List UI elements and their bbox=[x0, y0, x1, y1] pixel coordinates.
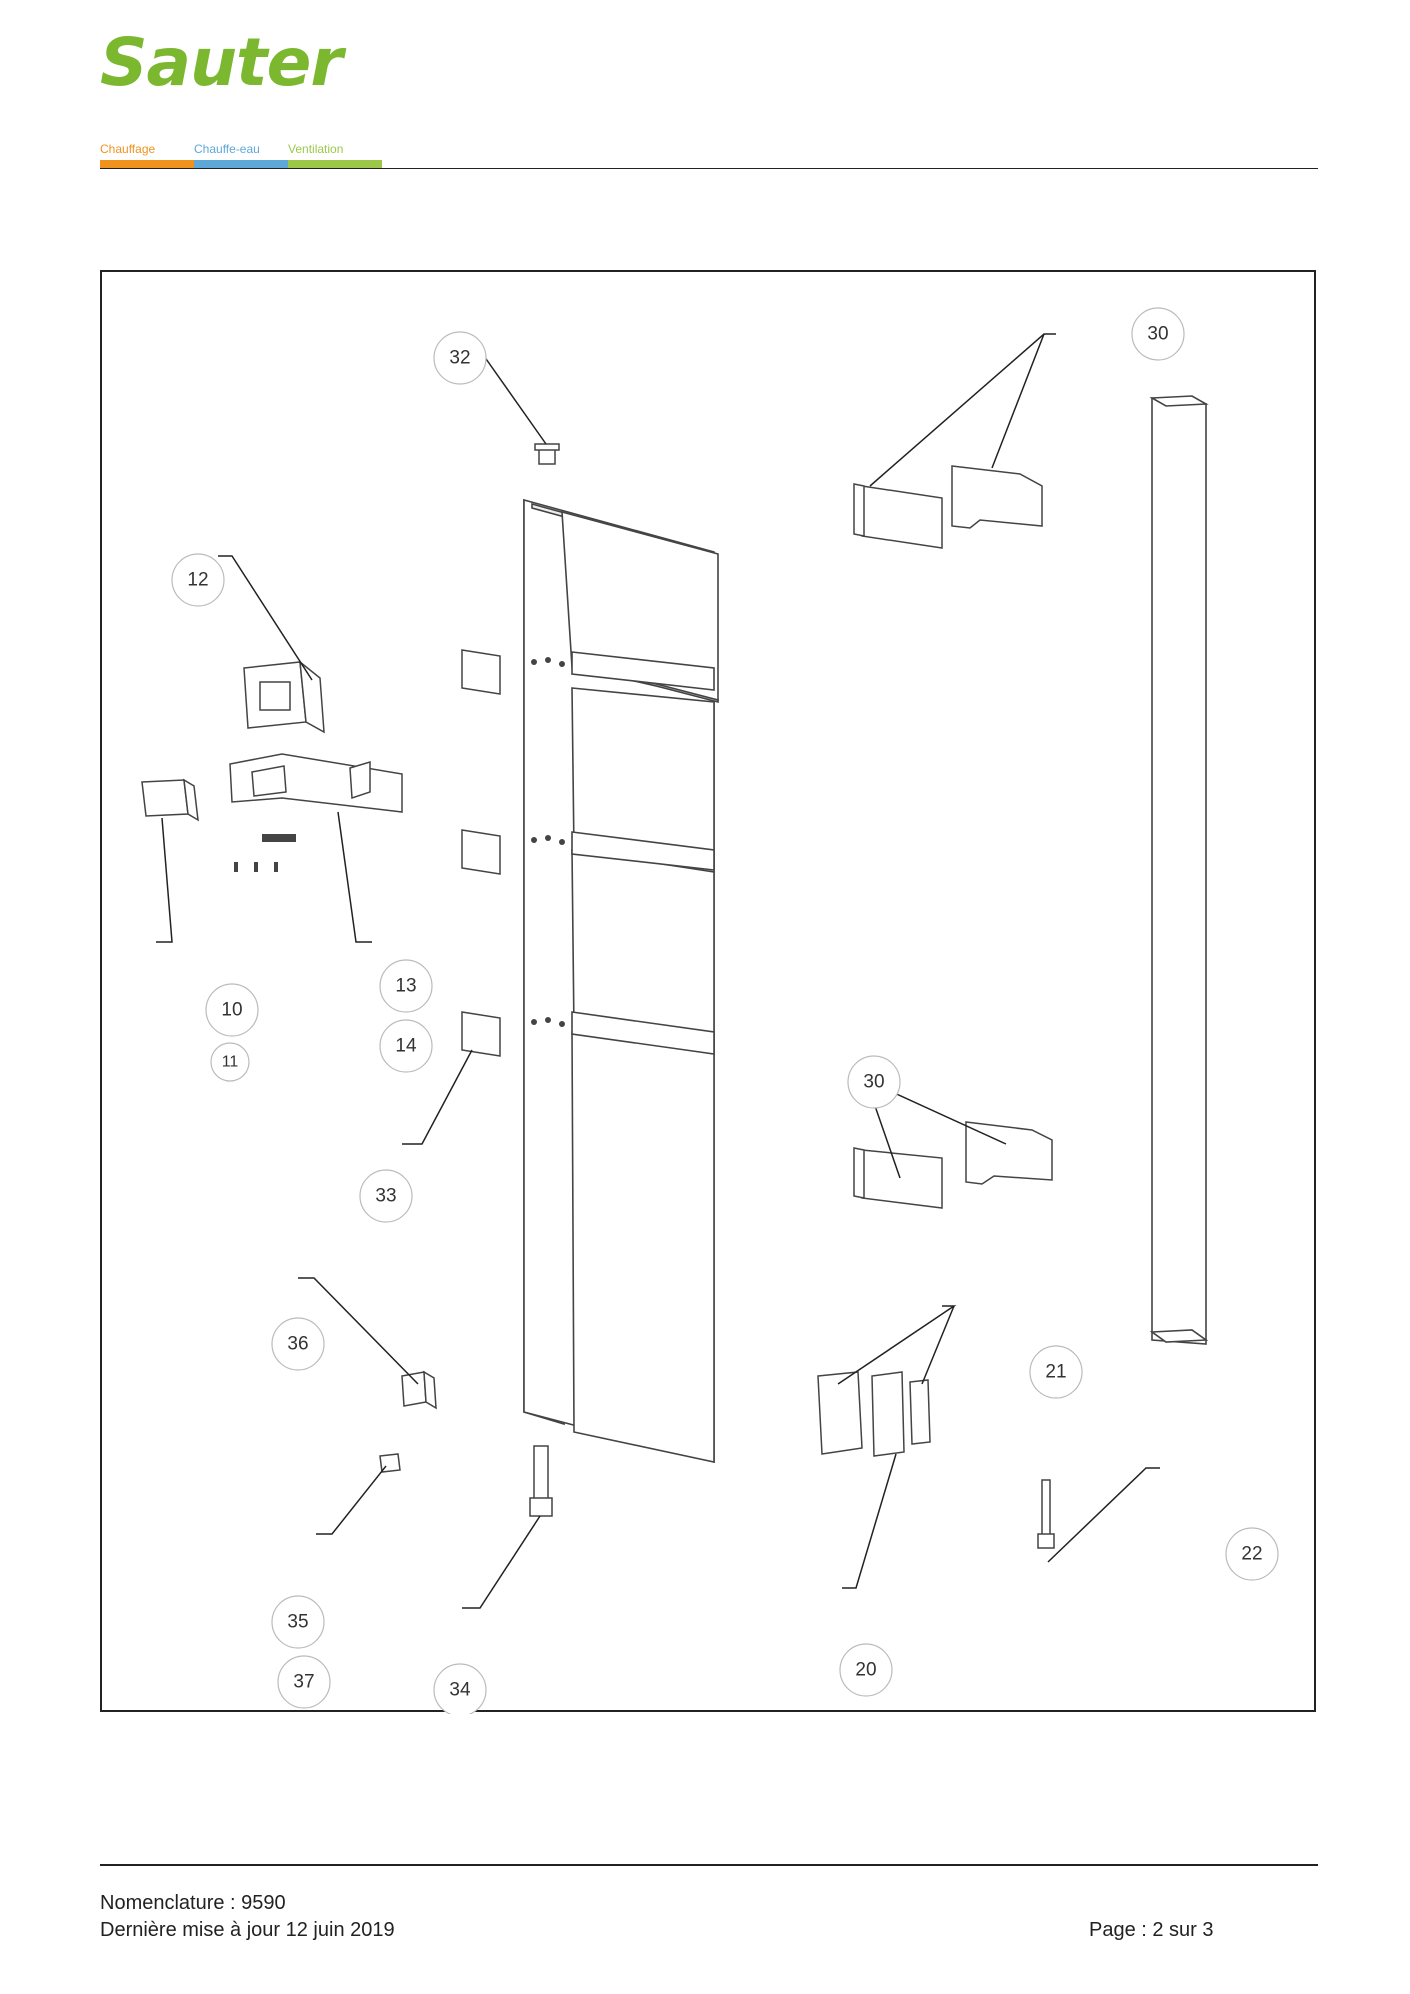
part-30-bottom-brackets bbox=[853, 1121, 1053, 1209]
category-bar: Chauffage Chauffe-eau Ventilation bbox=[100, 142, 382, 168]
footer-rule bbox=[100, 1864, 1318, 1866]
part-34-plug bbox=[529, 1445, 553, 1517]
label-pad-2 bbox=[461, 829, 501, 875]
part-13-handle bbox=[229, 753, 403, 813]
callout-11: 11 bbox=[222, 1054, 239, 1071]
part-22-element bbox=[1037, 1479, 1055, 1549]
callout-circle-21 bbox=[1029, 1345, 1083, 1399]
label-pad-3 bbox=[461, 1011, 501, 1057]
callout-35: 35 bbox=[287, 1612, 308, 1633]
callout-30a: 30 bbox=[1147, 324, 1168, 345]
callout-circle-14 bbox=[379, 1019, 433, 1073]
callout-32: 32 bbox=[449, 348, 470, 369]
callout-13: 13 bbox=[395, 976, 416, 997]
brand-logo: Sauter bbox=[100, 28, 390, 98]
callout-22: 22 bbox=[1241, 1544, 1262, 1565]
callout-21: 21 bbox=[1045, 1362, 1066, 1383]
callout-circle-11 bbox=[210, 1042, 250, 1082]
callout-circle-12 bbox=[171, 553, 225, 607]
callout-12: 12 bbox=[187, 570, 208, 591]
panel-section-4 bbox=[571, 1031, 715, 1463]
callout-20: 20 bbox=[855, 1660, 876, 1681]
footer-last-updated: Dernière mise à jour 12 juin 2019 bbox=[100, 1919, 395, 1941]
part-30-top-brackets bbox=[853, 465, 1043, 549]
callout-33: 33 bbox=[375, 1186, 396, 1207]
part-32-cap bbox=[534, 443, 560, 465]
callout-10: 10 bbox=[221, 1000, 242, 1021]
callout-37: 37 bbox=[293, 1672, 314, 1693]
leader-lines bbox=[156, 333, 1160, 1609]
category-chauffage: Chauffage bbox=[100, 142, 194, 168]
callout-circle-37 bbox=[277, 1655, 331, 1709]
callout-34: 34 bbox=[449, 1680, 471, 1701]
callout-circle-30b bbox=[847, 1055, 901, 1109]
brand-logo-text: Sauter bbox=[100, 24, 343, 101]
callout-circle-32 bbox=[433, 331, 487, 385]
callout-36: 36 bbox=[287, 1334, 308, 1355]
callout-circle-35 bbox=[271, 1595, 325, 1649]
label-pad-1 bbox=[461, 649, 501, 695]
wall-rail bbox=[1149, 395, 1209, 1345]
callout-circle-20 bbox=[839, 1643, 893, 1697]
screws bbox=[234, 834, 296, 872]
callout-circle-34 bbox=[433, 1663, 487, 1714]
footer-page-number: Page : 2 sur 3 bbox=[1089, 1919, 1214, 1941]
callout-circle-33 bbox=[359, 1169, 413, 1223]
callout-30b: 30 bbox=[863, 1072, 884, 1093]
callout-circle-36 bbox=[271, 1317, 325, 1371]
part-36-clip bbox=[401, 1370, 437, 1410]
callout-circle-30a bbox=[1131, 307, 1185, 361]
callout-circle-22 bbox=[1225, 1527, 1279, 1581]
part-10-cover bbox=[141, 778, 199, 822]
header-rule bbox=[100, 168, 1318, 169]
callout-circle-10 bbox=[205, 983, 259, 1037]
callout-circle-13 bbox=[379, 959, 433, 1013]
part-12-bracket bbox=[243, 660, 325, 734]
exploded-diagram-frame: 32 30 12 13 10 11 14 33 30 36 21 22 35 3… bbox=[100, 270, 1316, 1714]
category-chauffe-eau: Chauffe-eau bbox=[194, 142, 288, 168]
exploded-diagram: 32 30 12 13 10 11 14 33 30 36 21 22 35 3… bbox=[141, 307, 1279, 1714]
part-20-thermostat bbox=[817, 1371, 931, 1457]
category-ventilation: Ventilation bbox=[288, 142, 382, 168]
callout-14: 14 bbox=[395, 1036, 417, 1057]
mounting-holes bbox=[531, 657, 565, 1027]
footer-nomenclature: Nomenclature : 9590 bbox=[100, 1892, 286, 1914]
